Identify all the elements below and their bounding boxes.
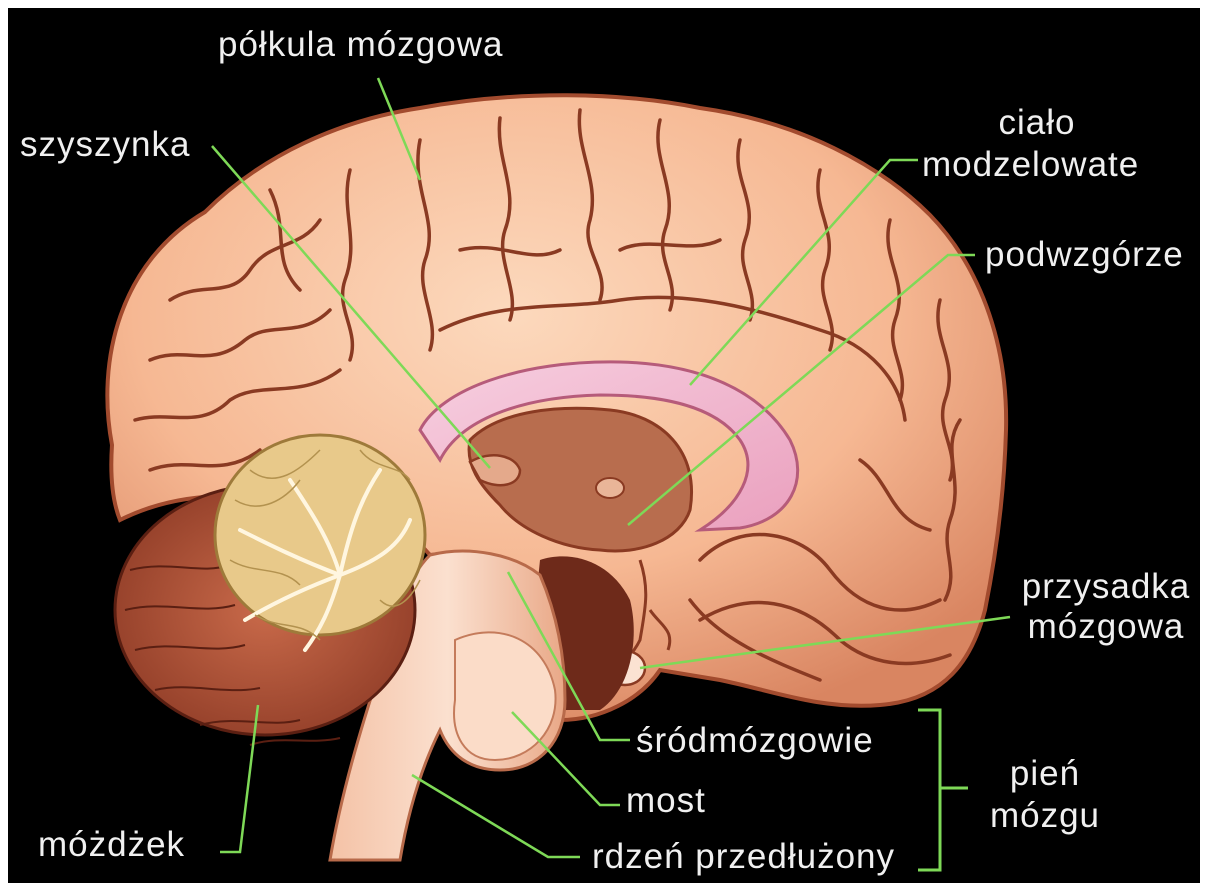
- leader-rdzen: [412, 775, 580, 857]
- label-rdzen-przedluzony: rdzeń przedłużony: [592, 838, 895, 876]
- label-srodmozgowie: śródmózgowie: [636, 722, 874, 760]
- bracket-pien: [918, 710, 940, 870]
- label-cialo-modzelowate-line1: ciało: [922, 104, 1152, 142]
- label-most: most: [626, 782, 706, 820]
- label-polkula-mozgowa: półkula mózgowa: [218, 26, 503, 64]
- label-podwzgorze: podwzgórze: [985, 236, 1184, 274]
- label-cialo-modzelowate-line2: modzelowate: [922, 146, 1139, 184]
- label-pien-mozgu-line1: pień: [975, 755, 1115, 793]
- label-szyszynka: szyszynka: [20, 126, 190, 164]
- label-pien-mozgu-line2: mózgu: [975, 797, 1115, 835]
- label-przysadka-line2: mózgowa: [1012, 608, 1200, 646]
- label-mozdzek: móżdżek: [38, 826, 185, 864]
- label-przysadka-line1: przysadka: [1012, 568, 1200, 606]
